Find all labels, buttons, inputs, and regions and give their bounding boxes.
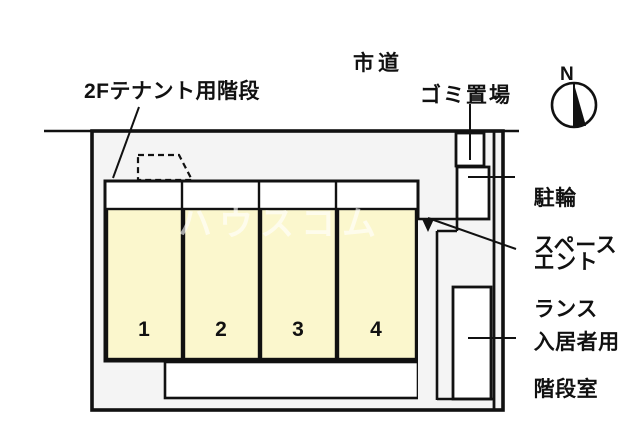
entrance-corridor-outline bbox=[418, 217, 459, 400]
label-tenant-stairs: 2Fテナント用階段 bbox=[84, 80, 261, 103]
compass-rose-icon bbox=[550, 81, 598, 129]
tenant-unit-2[interactable] bbox=[182, 207, 261, 361]
tenant-stairway-dashed-shape bbox=[136, 153, 194, 182]
leader-line-entrance bbox=[427, 217, 517, 250]
label-entrance: エント ランス bbox=[521, 227, 598, 321]
unit-number-1: 1 bbox=[138, 318, 150, 341]
tenant-unit-1[interactable] bbox=[105, 207, 184, 361]
entrance-arrow-icon bbox=[422, 219, 434, 232]
label-city-road: 市道 bbox=[353, 52, 403, 75]
compass-needle bbox=[574, 84, 586, 126]
entrance-corridor-fill bbox=[418, 219, 457, 400]
leader-line-tenant-stairs bbox=[112, 106, 140, 179]
label-entrance-line1: エント bbox=[533, 250, 599, 274]
front-walkway bbox=[163, 360, 420, 400]
unit-number-4: 4 bbox=[370, 318, 382, 341]
label-resident-stairs-line1: 入居者用 bbox=[533, 330, 620, 354]
resident-stairwell-room[interactable] bbox=[451, 285, 493, 401]
label-garbage-area: ゴミ置場 bbox=[420, 84, 512, 107]
label-resident-stairs: 入居者用 階段室 bbox=[521, 307, 620, 401]
label-bicycle-line2: スペース bbox=[533, 233, 618, 257]
compass-north-label: N bbox=[560, 64, 574, 85]
unit-number-3: 3 bbox=[292, 318, 304, 341]
unit-number-2: 2 bbox=[215, 318, 227, 341]
bicycle-parking-box[interactable] bbox=[455, 165, 491, 221]
label-bicycle-line1: 駐輪 bbox=[533, 186, 577, 210]
label-bicycle-space: 駐輪 スペース bbox=[521, 163, 617, 257]
tenant-unit-3[interactable] bbox=[259, 207, 338, 361]
tenant-unit-4[interactable] bbox=[336, 207, 418, 361]
label-resident-stairs-line2: 階段室 bbox=[533, 377, 599, 401]
label-entrance-line2: ランス bbox=[533, 297, 598, 321]
